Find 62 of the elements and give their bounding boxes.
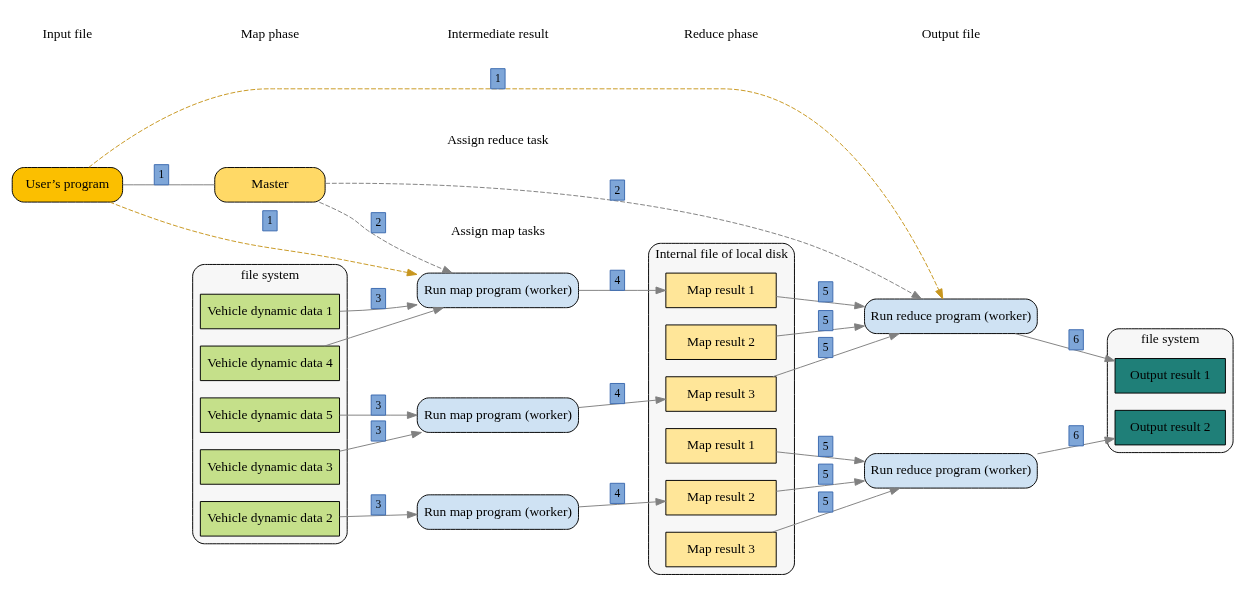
node-box: Map result 2 — [665, 479, 777, 516]
edge-label: 4 — [614, 273, 621, 286]
node-box: Run map program (worker) — [416, 272, 579, 309]
arrow — [771, 487, 901, 533]
arrow — [775, 451, 865, 465]
label: Intermediate result — [447, 25, 549, 41]
node-box: Map result 2 — [665, 324, 777, 360]
label: Reduce phase — [683, 25, 759, 41]
edge-label: 5 — [822, 340, 829, 353]
node-box: User’s program — [11, 167, 124, 203]
edge-label: 5 — [822, 495, 829, 508]
arrow — [339, 302, 418, 312]
node-box: Vehicle dynamic data 1 — [199, 293, 340, 330]
arrow — [1037, 436, 1116, 455]
arrow — [1014, 333, 1116, 363]
arrow — [323, 306, 444, 347]
node-box: Vehicle dynamic data 4 — [199, 345, 340, 382]
edge-label: 5 — [822, 467, 829, 480]
edge-label: 3 — [375, 498, 382, 511]
label: Map phase — [240, 25, 300, 41]
arrow — [109, 201, 418, 277]
edge-label: 3 — [375, 292, 382, 304]
node-box: Run reduce program (worker) — [864, 298, 1038, 335]
node-box: Map result 1 — [665, 428, 777, 464]
node-box: Output result 2 — [1114, 409, 1226, 446]
edge-label: 2 — [614, 183, 621, 196]
edge-label: 5 — [822, 314, 829, 327]
arrow — [775, 323, 865, 337]
node-box: Map result 3 — [665, 531, 777, 568]
node-box: Vehicle dynamic data 3 — [199, 449, 340, 485]
arrow — [578, 498, 667, 508]
label: Output file — [921, 25, 981, 41]
connector — [122, 184, 216, 186]
edge-label: 1 — [158, 168, 165, 181]
edge-label: 4 — [614, 387, 621, 400]
label: Assign reduce task — [447, 132, 549, 148]
arrow — [775, 478, 865, 492]
node-box: Vehicle dynamic data 2 — [199, 501, 340, 537]
arrow — [772, 333, 900, 378]
edge-label: 3 — [375, 424, 382, 437]
node-box: Run map program (worker) — [416, 494, 579, 530]
node-box: Master — [214, 167, 326, 203]
node-box: Map result 3 — [665, 376, 777, 412]
edge-label: 4 — [614, 486, 621, 499]
node-box: Map result 1 — [665, 272, 777, 309]
label: Assign map tasks — [450, 223, 545, 239]
edge-label: 5 — [822, 439, 829, 452]
node-box: Output result 1 — [1114, 358, 1226, 394]
edge-label: 5 — [822, 285, 829, 298]
arrow — [339, 430, 422, 452]
edge-label: 6 — [1073, 333, 1080, 346]
label: Input file — [42, 25, 93, 41]
node-box: Run reduce program (worker) — [864, 453, 1038, 489]
arrow — [318, 201, 453, 274]
edge-label: 1 — [267, 214, 273, 227]
edge-label: 6 — [1073, 429, 1080, 442]
node-box: Vehicle dynamic data 5 — [199, 397, 340, 433]
edge-label: 3 — [375, 398, 382, 411]
arrow — [578, 396, 667, 408]
edge-label: 2 — [375, 216, 382, 229]
edge-label: 1 — [495, 72, 501, 85]
node-box: Run map program (worker) — [416, 397, 579, 433]
